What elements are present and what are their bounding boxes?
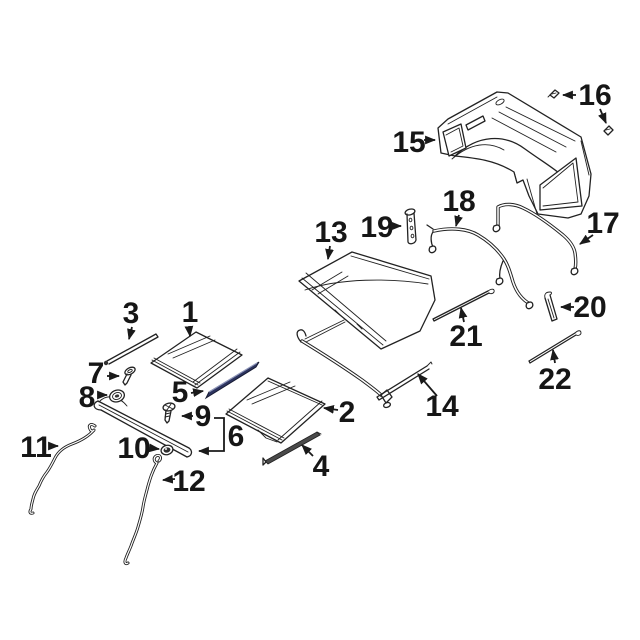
callout-5-label: 5 (172, 376, 189, 409)
callout-10: 10 (117, 432, 161, 465)
callout-10-label: 10 (117, 432, 150, 465)
callout-12: 12 (161, 465, 206, 498)
callout-16-label: 16 (578, 79, 611, 112)
callout-16-arrow-b (598, 108, 607, 125)
part-17-hoop-frame (492, 202, 579, 276)
callout-1: 1 (182, 296, 199, 338)
callout-6-label: 6 (228, 420, 245, 453)
callout-3-arrow (127, 326, 136, 341)
part-8-grommet (108, 389, 126, 403)
callout-6: 6 (197, 417, 245, 456)
callout-5: 5 (172, 376, 205, 409)
callout-15: 15 (392, 126, 437, 159)
part-18-side-rail (426, 224, 534, 310)
part-3-strip (103, 333, 159, 366)
part-2-roof-panel (225, 377, 326, 444)
part-21-rod (432, 288, 495, 322)
part-15-hardtop-shell (437, 91, 592, 219)
callout-2-label: 2 (339, 396, 356, 429)
part-11-weatherstrip (28, 423, 97, 515)
callout-8-label: 8 (79, 381, 96, 414)
part-13-roof-panel (298, 251, 436, 350)
callout-3-label: 3 (123, 297, 140, 330)
part-9-screw (162, 402, 176, 424)
strip-body (264, 431, 321, 465)
callout-21-arrow (458, 306, 468, 323)
callout-21: 21 (449, 306, 483, 353)
callout-6-bracket (197, 417, 225, 456)
callout-12-arrow (161, 474, 176, 484)
callout-22-arrow (550, 348, 559, 364)
callout-14-arrow (417, 373, 438, 397)
part-20-rod (544, 291, 558, 322)
callout-2-arrow (322, 405, 339, 414)
callout-17: 17 (579, 207, 620, 245)
callout-2: 2 (322, 396, 356, 429)
callout-13: 13 (314, 216, 348, 261)
callout-9: 9 (180, 400, 212, 433)
part-4-strip (262, 431, 322, 466)
callout-22: 22 (538, 348, 572, 396)
clip-b (603, 125, 614, 136)
callout-18: 18 (442, 185, 476, 228)
part-19-bracket (404, 208, 417, 245)
callout-8: 8 (79, 381, 109, 414)
part-1-roof-panel (150, 331, 243, 389)
part-16-clips (547, 89, 614, 136)
callout-3: 3 (123, 297, 140, 341)
callout-1-arrow (184, 325, 194, 338)
callout-5-arrow (190, 388, 205, 397)
callout-19: 19 (360, 211, 403, 244)
callout-22-label: 22 (538, 363, 571, 396)
callout-19-label: 19 (360, 211, 393, 244)
callout-17-arrow (579, 234, 594, 245)
callout-9-label: 9 (195, 400, 212, 433)
callout-7: 7 (88, 357, 121, 390)
callout-7-label: 7 (88, 357, 105, 390)
callout-20-label: 20 (573, 291, 606, 324)
callout-18-arrow (454, 214, 463, 228)
strip-end-cap (103, 360, 109, 366)
grommet-center (114, 394, 120, 398)
seal-body (204, 361, 260, 400)
part-7-clip (122, 366, 136, 386)
callout-4-arrow (301, 444, 314, 457)
callout-11-label: 11 (20, 431, 52, 464)
callout-21-label: 21 (449, 320, 482, 353)
callout-15-label: 15 (392, 126, 425, 159)
clip-a (549, 89, 560, 99)
callout-16: 16 (561, 79, 612, 125)
part-5-seal-highlighted (204, 361, 260, 400)
callout-14-label: 14 (425, 390, 459, 423)
callout-14: 14 (417, 373, 459, 423)
seal-highlight-line (208, 362, 258, 393)
callout-4: 4 (301, 444, 330, 483)
callout-18-label: 18 (442, 185, 475, 218)
callout-10-arrow (148, 443, 161, 453)
callout-13-arrow (325, 245, 334, 261)
part-12-weatherstrip (123, 454, 162, 566)
callout-12-label: 12 (172, 465, 205, 498)
callout-1-label: 1 (182, 296, 199, 329)
callout-17-label: 17 (586, 207, 619, 240)
callout-20: 20 (559, 291, 607, 324)
part-10-grommet (160, 444, 174, 456)
grommet-hole (164, 448, 168, 450)
callout-11: 11 (20, 431, 60, 464)
callouts: 1 2 3 4 5 6 7 8 9 10 11 12 13 14 15 16 1… (20, 79, 620, 498)
callout-4-label: 4 (313, 450, 330, 483)
callout-13-label: 13 (314, 216, 347, 249)
